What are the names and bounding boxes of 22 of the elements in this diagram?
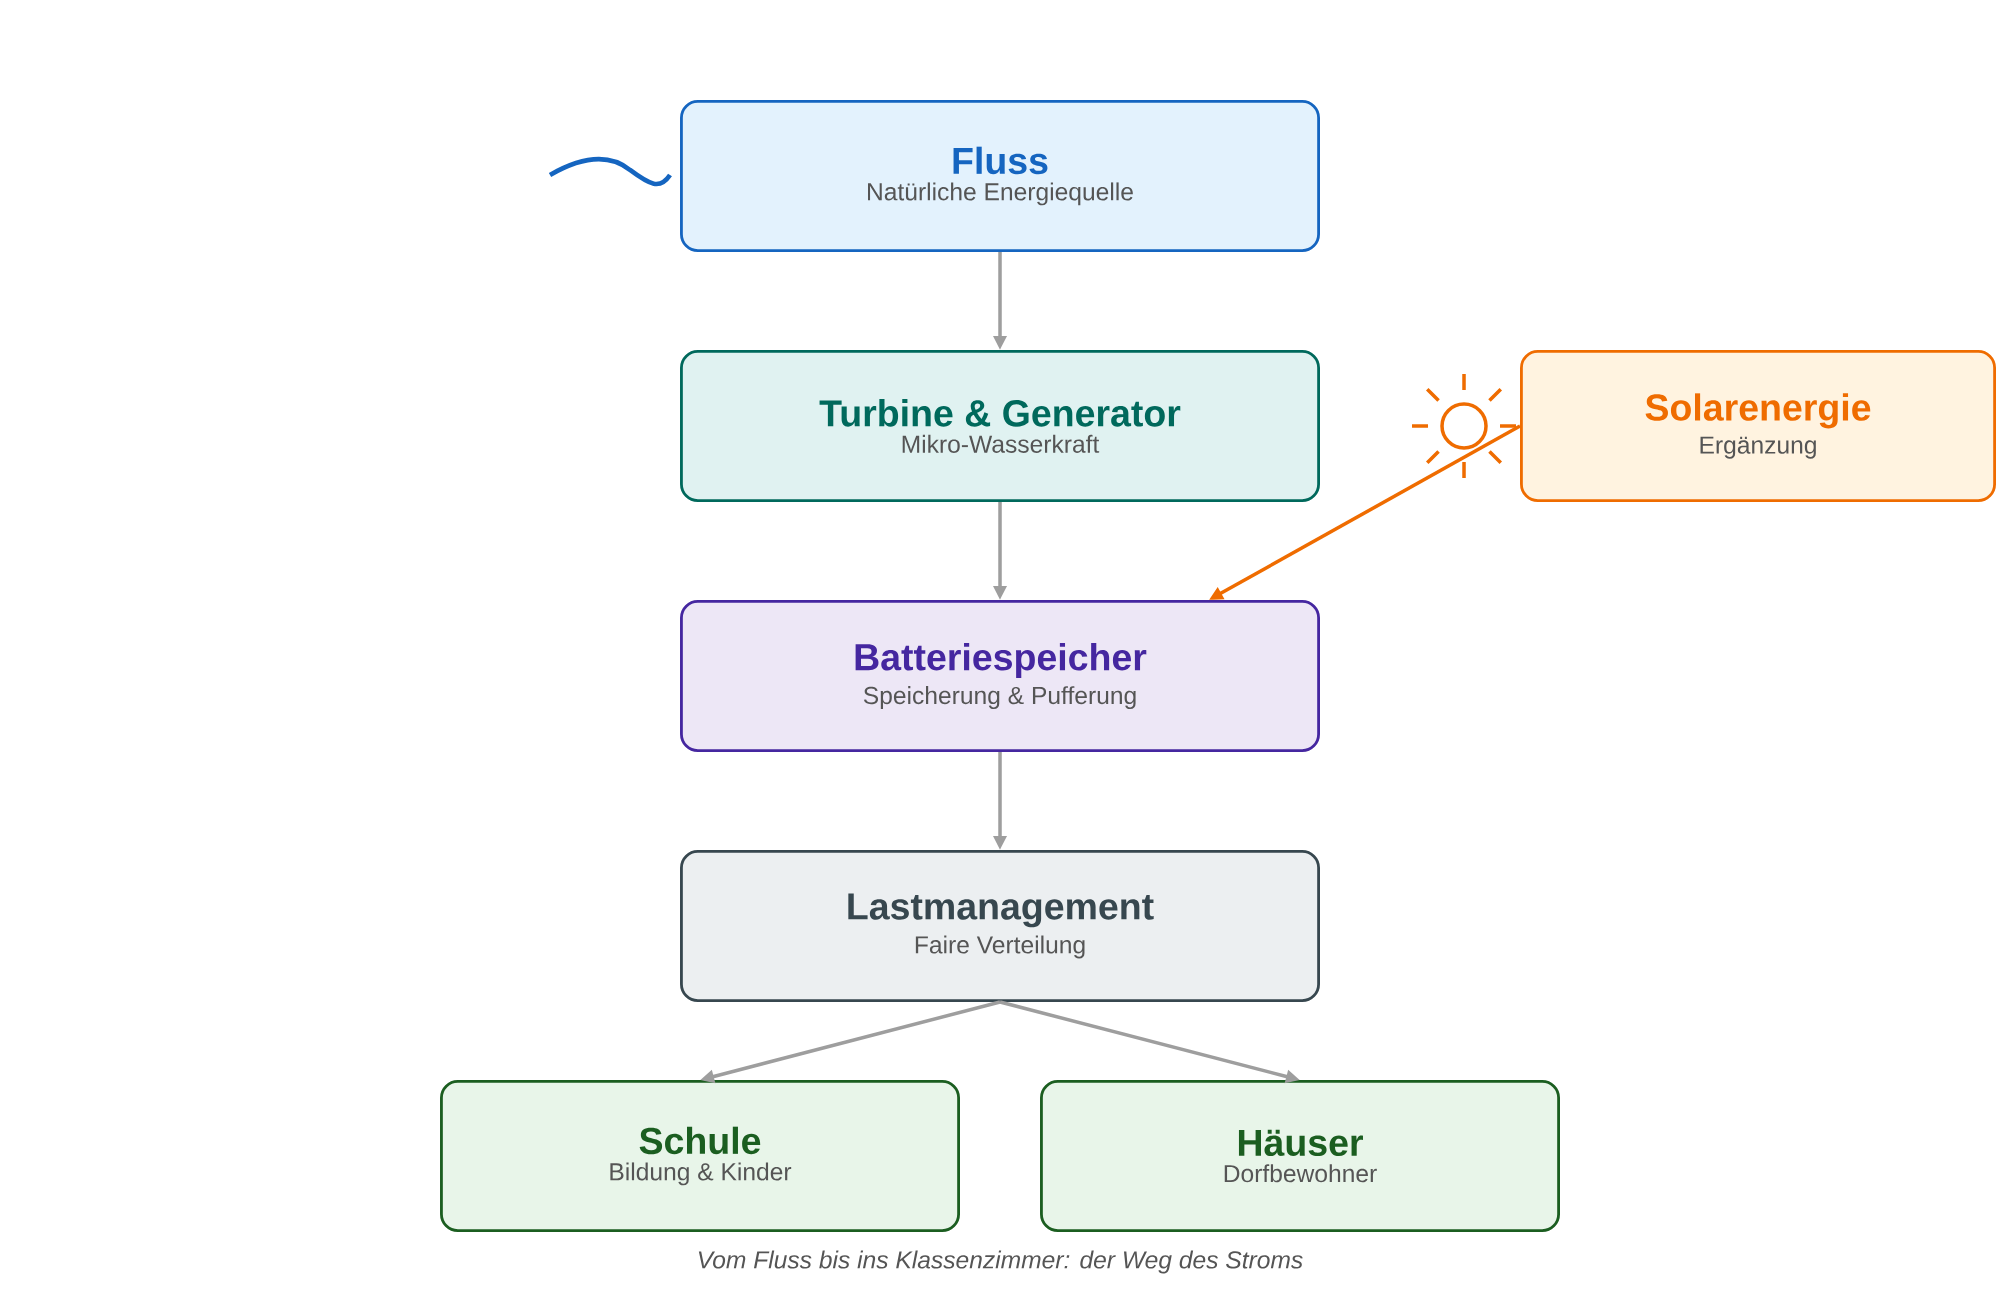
node-title: Häuser bbox=[1238, 1129, 1363, 1157]
node-subtitle: Speicherung & Pufferung bbox=[863, 686, 1136, 710]
node-subtitle: Mikro-Wasserkraft bbox=[902, 434, 1100, 453]
caption: Vom Fluss bis ins Klassenzimmer: der Weg des Stroms bbox=[698, 1250, 1303, 1274]
process-box bbox=[1040, 1080, 1560, 1232]
process-box bbox=[440, 1080, 960, 1232]
node-title: Schule bbox=[639, 1126, 761, 1155]
process-box bbox=[680, 850, 1320, 1002]
node-subtitle: Dorfbewohner bbox=[1224, 1164, 1377, 1183]
node-subtitle: Bildung & Kinder bbox=[610, 1162, 792, 1186]
process-box bbox=[680, 350, 1320, 502]
node-title: Solarenergie bbox=[1645, 393, 1871, 429]
node-subtitle: Ergänzung bbox=[1700, 436, 1816, 459]
node-title: Lastmanagement bbox=[848, 893, 1154, 928]
node-title: Fluss bbox=[953, 146, 1048, 175]
process-box bbox=[680, 100, 1320, 252]
node-title: Batteriespeicher bbox=[855, 642, 1147, 678]
node-subtitle: Faire Verteilung bbox=[915, 935, 1085, 959]
node-subtitle: Natürliche Energiequelle bbox=[868, 182, 1133, 206]
process-box bbox=[680, 600, 1320, 752]
process-box bbox=[1520, 350, 1996, 502]
node-title: Turbine & Generator bbox=[819, 399, 1181, 427]
